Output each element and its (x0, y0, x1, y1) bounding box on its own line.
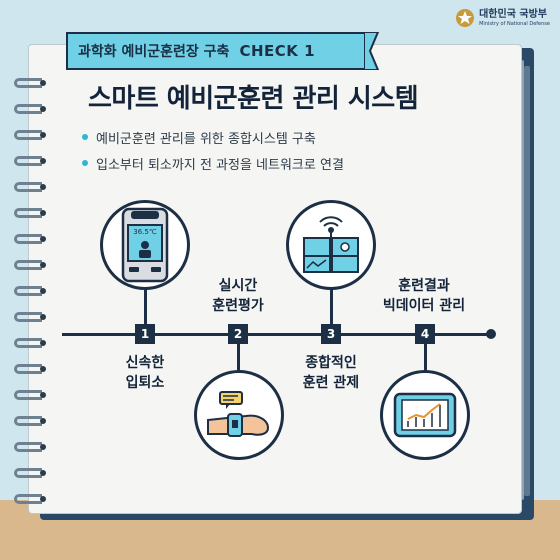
bullet-text: 예비군훈련 관리를 위한 종합시스템 구축 (96, 131, 316, 147)
binder-ring (14, 364, 46, 374)
step-2-label: 실시간 훈련평가 (183, 276, 293, 316)
step-4-circle (380, 370, 470, 460)
step-number: 2 (228, 324, 248, 344)
step-number: 4 (415, 324, 435, 344)
step-label-line: 실시간 (218, 278, 258, 294)
step-label-line: 신속한 (125, 355, 165, 371)
binder-ring (14, 286, 46, 296)
page-edge (524, 66, 530, 496)
tablet-chart-icon (393, 392, 457, 438)
step-label-line: 종합적인 (305, 355, 357, 371)
binder-ring (14, 442, 46, 452)
binder-ring (14, 156, 46, 166)
binder-ring (14, 260, 46, 270)
header-subtitle: 과학화 예비군훈련장 구축 (78, 44, 230, 60)
bullet-dot-icon (82, 160, 88, 166)
brand-name-ko: 대한민국 국방부 (479, 8, 547, 20)
bullet-dot-icon (82, 134, 88, 140)
thermometer-kiosk-icon: 36.5℃ (121, 207, 169, 283)
control-monitors-icon (303, 216, 359, 273)
brand-logo: 대한민국 국방부 Ministry of National Defense (455, 8, 550, 28)
step-label-line: 훈련평가 (212, 298, 264, 314)
step-number: 3 (321, 324, 341, 344)
list-item: 예비군훈련 관리를 위한 종합시스템 구축 (82, 124, 344, 150)
step-label-line: 훈련 관제 (302, 375, 360, 391)
list-item: 입소부터 퇴소까지 전 과정을 네트워크로 연결 (82, 150, 344, 176)
step-3-circle (286, 200, 376, 290)
mnd-emblem-icon (456, 9, 475, 27)
temperature-readout: 36.5℃ (133, 228, 157, 236)
page-title: 스마트 예비군훈련 관리 시스템 (88, 84, 419, 114)
step-label-line: 입퇴소 (125, 375, 165, 391)
binder-ring (14, 182, 46, 192)
binder-ring (14, 130, 46, 140)
binder-ring (14, 78, 46, 88)
binder-ring (14, 234, 46, 244)
timeline-end-dot (486, 329, 496, 339)
binder-ring (14, 312, 46, 322)
step-connector (237, 342, 240, 374)
step-label-line: 훈련결과 (398, 278, 450, 294)
bullet-list: 예비군훈련 관리를 위한 종합시스템 구축 입소부터 퇴소까지 전 과정을 네트… (82, 124, 344, 176)
binder-ring (14, 494, 46, 504)
step-2-circle (194, 370, 284, 460)
step-connector (424, 342, 427, 374)
header-tag-tail (364, 32, 380, 70)
bullet-text: 입소부터 퇴소까지 전 과정을 네트워크로 연결 (96, 157, 344, 173)
step-number: 1 (135, 324, 155, 344)
binder-ring (14, 208, 46, 218)
step-connector (144, 288, 147, 326)
binder-ring (14, 468, 46, 478)
header-tag: 과학화 예비군훈련장 구축 CHECK 1 (66, 32, 366, 70)
binder-ring (14, 416, 46, 426)
header-check: CHECK 1 (239, 42, 316, 60)
brand-name-en: Ministry of National Defense (479, 20, 550, 27)
step-4-label: 훈련결과 빅데이터 관리 (369, 276, 479, 316)
step-1-circle: 36.5℃ (100, 200, 190, 290)
binder-ring (14, 104, 46, 114)
step-1-label: 신속한 입퇴소 (90, 353, 200, 393)
smartwatch-icon (207, 391, 270, 437)
binder-ring (14, 390, 46, 400)
step-connector (330, 288, 333, 326)
timeline-line (62, 333, 490, 336)
binder-ring (14, 338, 46, 348)
step-3-label: 종합적인 훈련 관제 (276, 353, 386, 393)
step-label-line: 빅데이터 관리 (382, 298, 466, 314)
